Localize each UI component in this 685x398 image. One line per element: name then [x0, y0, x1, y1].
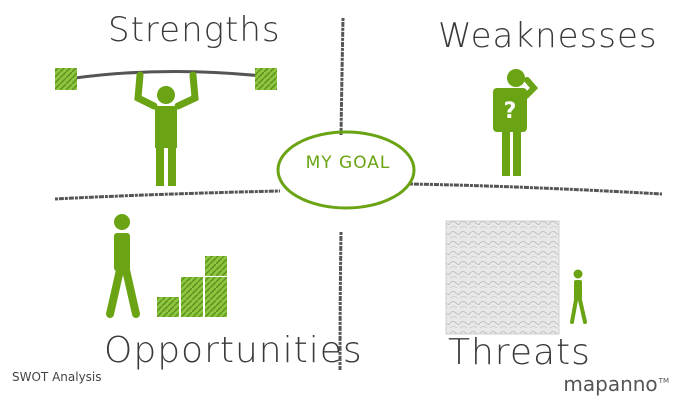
goal-label: MY GOAL: [305, 153, 391, 173]
threat-block-icon: [445, 220, 560, 335]
vertical-divider-bottom: [338, 231, 343, 371]
weightlifter-icon: [55, 68, 277, 186]
brand-name: mapanno: [563, 372, 658, 396]
brand-logo: mapannoTM: [563, 372, 669, 396]
small-walking-person-icon: [570, 269, 587, 324]
confused-person-icon: ?: [493, 69, 539, 176]
horizontal-divider-left: [54, 189, 281, 201]
vertical-divider-top: [339, 17, 345, 136]
walking-person-icon: [106, 214, 140, 318]
svg-text:?: ?: [504, 99, 517, 124]
horizontal-divider-right: [409, 182, 663, 196]
trademark-mark: TM: [658, 377, 669, 386]
weaknesses-title: Weaknesses: [438, 16, 658, 56]
strengths-title: Strengths: [108, 10, 281, 50]
threats-title: Threats: [448, 332, 591, 373]
diagram-caption: SWOT Analysis: [12, 370, 102, 384]
goal-ellipse: [276, 130, 416, 210]
growth-steps-icon: [157, 256, 227, 317]
opportunities-title: Opportunities: [104, 330, 363, 371]
